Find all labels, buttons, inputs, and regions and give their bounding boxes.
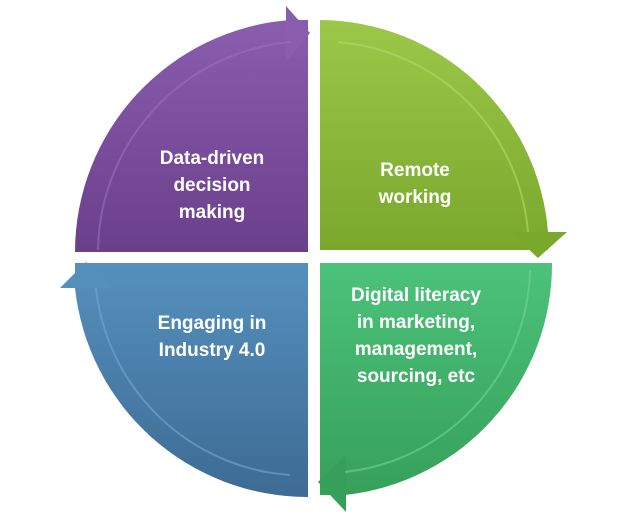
label-line: decision: [173, 175, 251, 196]
segment-data-driven: [75, 6, 310, 252]
label-line: in marketing,: [356, 312, 476, 333]
label-line: Engaging in: [157, 313, 267, 334]
segment-industry-4: [60, 262, 308, 498]
label-line: working: [378, 187, 452, 208]
label-data-driven: Data-driven decision making: [122, 145, 302, 226]
label-line: Remote: [380, 160, 450, 181]
label-line: Industry 4.0: [158, 340, 266, 361]
label-digital-literacy: Digital literacy in marketing, managemen…: [316, 282, 516, 390]
label-industry-4: Engaging in Industry 4.0: [122, 310, 302, 364]
label-line: management,: [354, 339, 478, 360]
label-line: making: [178, 202, 246, 223]
label-line: Digital literacy: [351, 285, 481, 306]
segment-digital-literacy: [318, 263, 553, 512]
label-line: Data-driven: [159, 148, 265, 169]
segment-remote-working: [320, 20, 567, 258]
label-remote-working: Remote working: [325, 157, 505, 211]
label-line: sourcing, etc: [356, 366, 476, 387]
